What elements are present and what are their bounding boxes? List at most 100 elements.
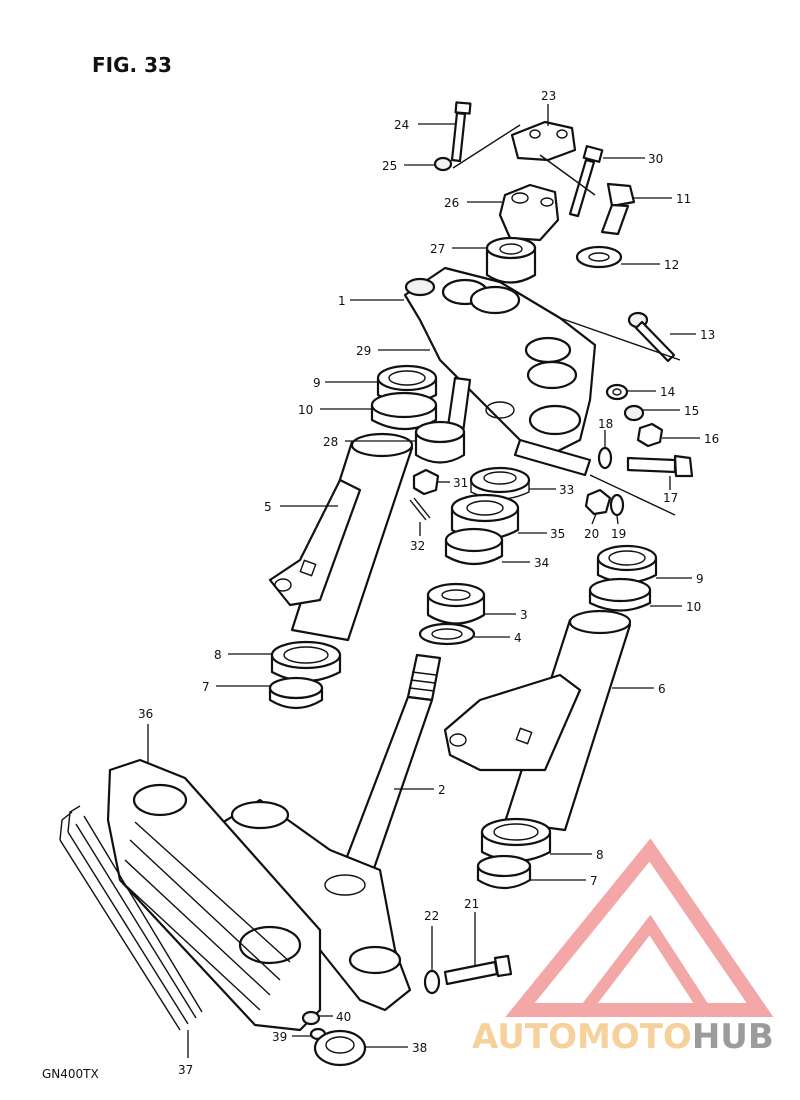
callout-number: 5: [264, 500, 272, 514]
callout-13: 13: [670, 328, 715, 342]
callout-number: 25: [382, 159, 397, 173]
callout-number: 37: [178, 1063, 193, 1077]
part-7-ring-left: [268, 676, 324, 710]
part-21-bolt: [443, 954, 513, 986]
part-40-nut: [301, 1010, 321, 1026]
callout-number: 18: [598, 417, 613, 431]
part-27-rubber: [485, 236, 537, 284]
callout-9-right: 9: [656, 572, 704, 586]
callout-number: 23: [541, 89, 556, 103]
callout-number: 39: [272, 1030, 287, 1044]
callout-19: 19: [611, 515, 626, 541]
callout-number: 17: [663, 491, 678, 505]
callout-number: 7: [590, 874, 598, 888]
callout-number: 22: [424, 909, 439, 923]
model-code: GN400TX: [42, 1067, 99, 1081]
callout-17: 17: [663, 476, 678, 505]
callout-number: 6: [658, 682, 666, 696]
callout-number: 10: [686, 600, 701, 614]
part-12-washer: [575, 245, 623, 269]
callout-29: 29: [356, 344, 430, 358]
part-16-nut: [636, 422, 664, 448]
callout-number: 9: [696, 572, 704, 586]
callout-5: 5: [264, 500, 338, 514]
callout-7-right: 7: [530, 874, 598, 888]
callout-16: 16: [662, 432, 719, 446]
callout-11: 11: [632, 192, 691, 206]
callout-number: 11: [676, 192, 691, 206]
part-38-cap: [313, 1029, 367, 1067]
callout-number: 19: [611, 527, 626, 541]
part-8-dust-seal-left: [270, 640, 342, 682]
callout-15: 15: [643, 404, 699, 418]
callout-10-left: 10: [298, 403, 372, 417]
callout-number: 9: [313, 376, 321, 390]
callout-35: 35: [518, 527, 565, 541]
callout-number: 2: [438, 783, 446, 797]
callout-30: 30: [603, 152, 663, 166]
callout-number: 36: [138, 707, 153, 721]
part-13-bolt: [627, 311, 676, 363]
callout-number: 24: [394, 118, 409, 132]
callout-22: 22: [424, 909, 439, 970]
callout-24: 24: [394, 118, 456, 132]
part-25-nut: [433, 156, 453, 172]
part-36-cover: [106, 758, 322, 1032]
callouts: 24 25 23 30 26 11 27 12 1 13 29 9 14 15 …: [138, 89, 719, 1077]
part-17-bolt: [626, 454, 694, 478]
callout-number: 13: [700, 328, 715, 342]
callout-9-left: 9: [313, 376, 378, 390]
part-1-upper-bracket: [403, 266, 597, 477]
callout-6: 6: [612, 682, 666, 696]
callout-21: 21: [464, 897, 479, 966]
callout-33: 33: [529, 483, 574, 497]
callout-32: 32: [410, 522, 425, 553]
part-31-nut: [412, 468, 440, 496]
watermark-text-b: HUB: [692, 1017, 774, 1057]
callout-34: 34: [502, 556, 549, 570]
part-7-ring-right: [476, 854, 532, 890]
callout-number: 21: [464, 897, 479, 911]
part-4-washer: [418, 622, 476, 646]
callout-8-left: 8: [214, 648, 272, 662]
callout-1: 1: [338, 294, 404, 308]
callout-number: 31: [453, 476, 468, 490]
callout-14: 14: [627, 385, 675, 399]
part-26-handlebar-holder: [498, 183, 560, 242]
callout-4: 4: [474, 631, 522, 645]
part-8-dust-seal-right: [480, 817, 552, 862]
part-15-nut: [623, 404, 645, 422]
callout-number: 30: [648, 152, 663, 166]
part-10-seal-left: [370, 391, 438, 430]
part-30-bolt: [568, 145, 604, 218]
callout-27: 27: [430, 242, 486, 256]
callout-36: 36: [138, 707, 153, 764]
part-33-bearing: [469, 466, 531, 500]
callout-number: 32: [410, 539, 425, 553]
part-9-seal-right: [596, 544, 658, 584]
part-22-washer: [423, 969, 441, 995]
callout-18: 18: [598, 417, 613, 448]
callout-7-left: 7: [202, 680, 270, 694]
part-14-washer: [605, 383, 629, 401]
callout-number: 27: [430, 242, 445, 256]
part-5-fork-leg-left: [268, 432, 414, 642]
callout-10-right: 10: [650, 600, 701, 614]
callout-number: 34: [534, 556, 549, 570]
callout-number: 14: [660, 385, 675, 399]
callout-number: 10: [298, 403, 313, 417]
part-20-nut: [584, 488, 612, 516]
callout-number: 16: [704, 432, 719, 446]
callout-38: 38: [365, 1041, 427, 1055]
part-3-cushion: [426, 582, 486, 625]
callout-number: 33: [559, 483, 574, 497]
callout-31: 31: [438, 476, 468, 490]
part-28-stem-nut: [414, 376, 472, 464]
callout-number: 40: [336, 1010, 351, 1024]
part-6-fork-leg-right: [443, 609, 632, 832]
callout-number: 38: [412, 1041, 427, 1055]
callout-number: 15: [684, 404, 699, 418]
part-37-grille: [59, 805, 203, 1031]
callout-23: 23: [541, 89, 556, 126]
